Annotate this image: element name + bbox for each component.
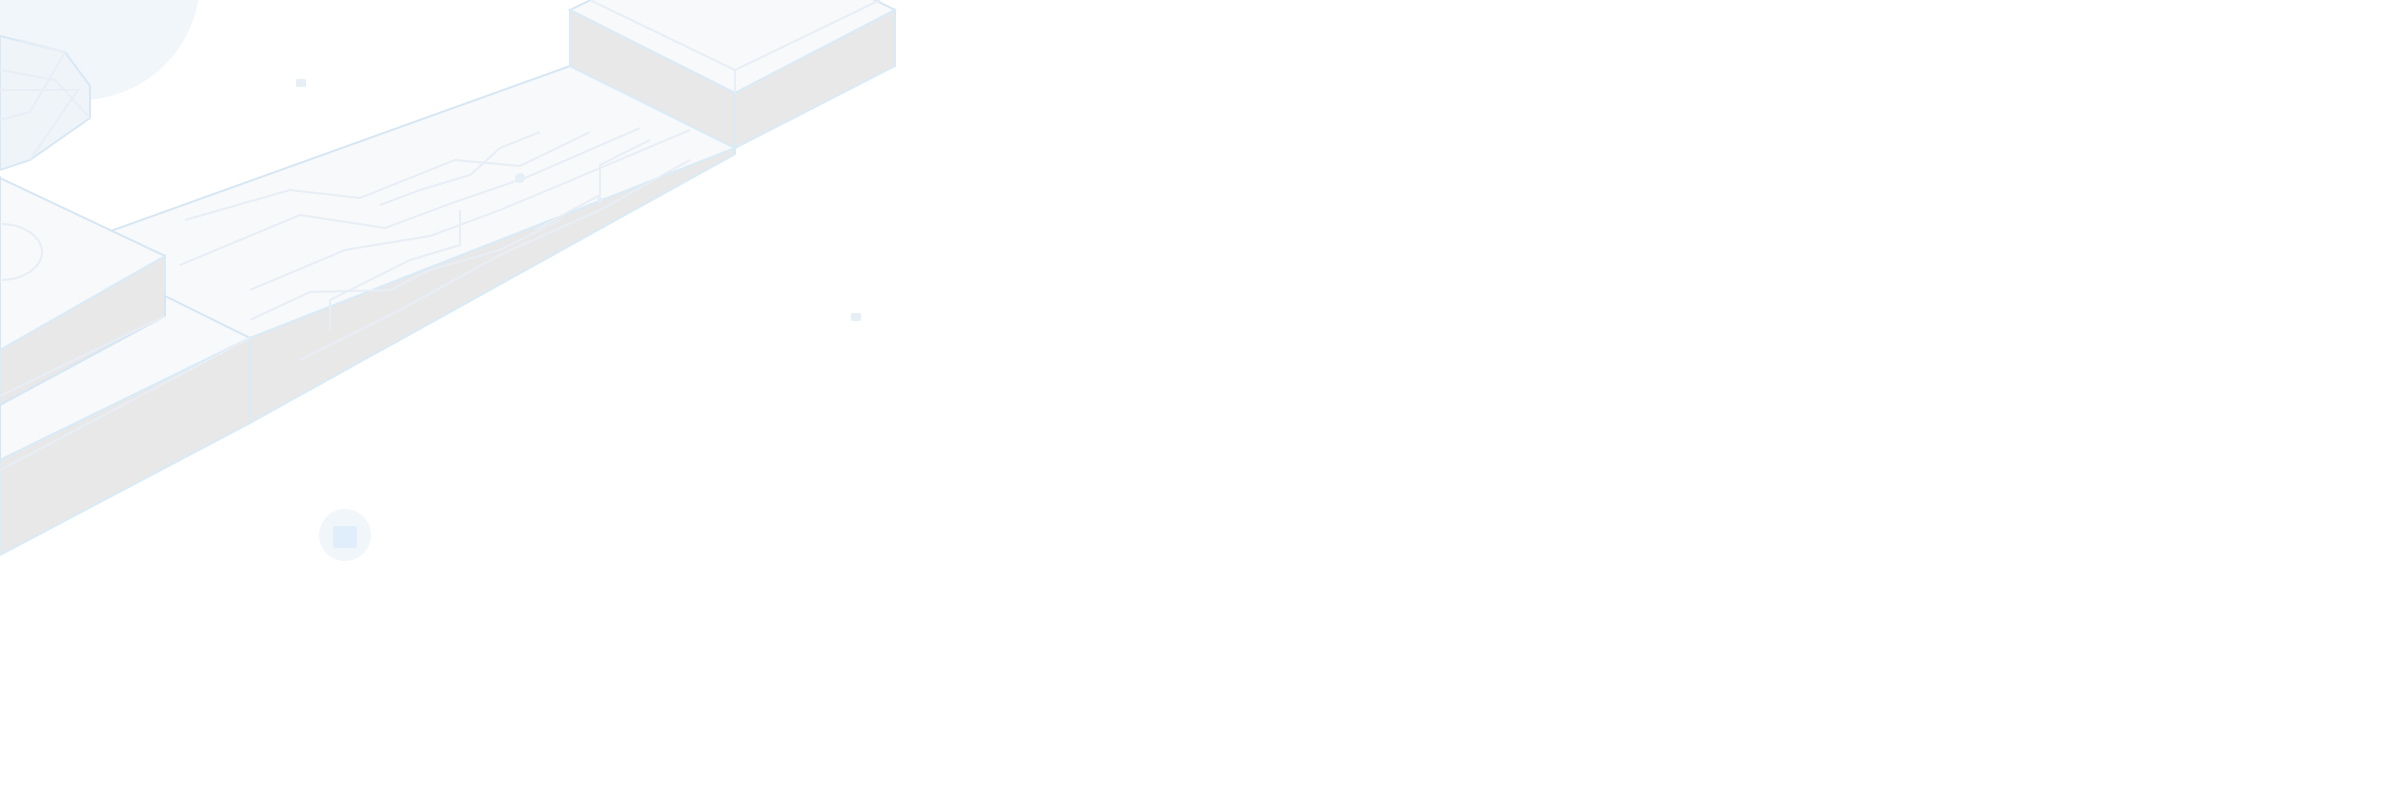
crystal [0,34,91,172]
circuit-trace [249,129,691,291]
back-box [567,0,898,150]
circuit-trace [329,210,461,330]
lower-step-side [0,336,251,557]
crystal-facet [0,89,80,161]
floating-square [296,79,306,87]
circuit-node [597,197,603,203]
lower-step-top [0,294,253,462]
circuit-node [515,173,525,183]
circuit-trace [249,219,561,321]
circuit-trace [179,127,641,266]
upper-step-ring [0,223,43,281]
floating-square [333,526,357,548]
floating-square [851,313,861,321]
step-edge-line [0,315,166,397]
step-edge-line [0,337,251,471]
circuit-trace [184,131,591,221]
stepped-platform [0,176,253,557]
crystal-facet [0,69,91,119]
back-box-right-side [734,8,896,150]
circuit-trace [299,159,691,361]
circuit-trace [379,131,541,206]
crystal-facet [0,39,67,121]
circuit-trace [534,139,651,231]
